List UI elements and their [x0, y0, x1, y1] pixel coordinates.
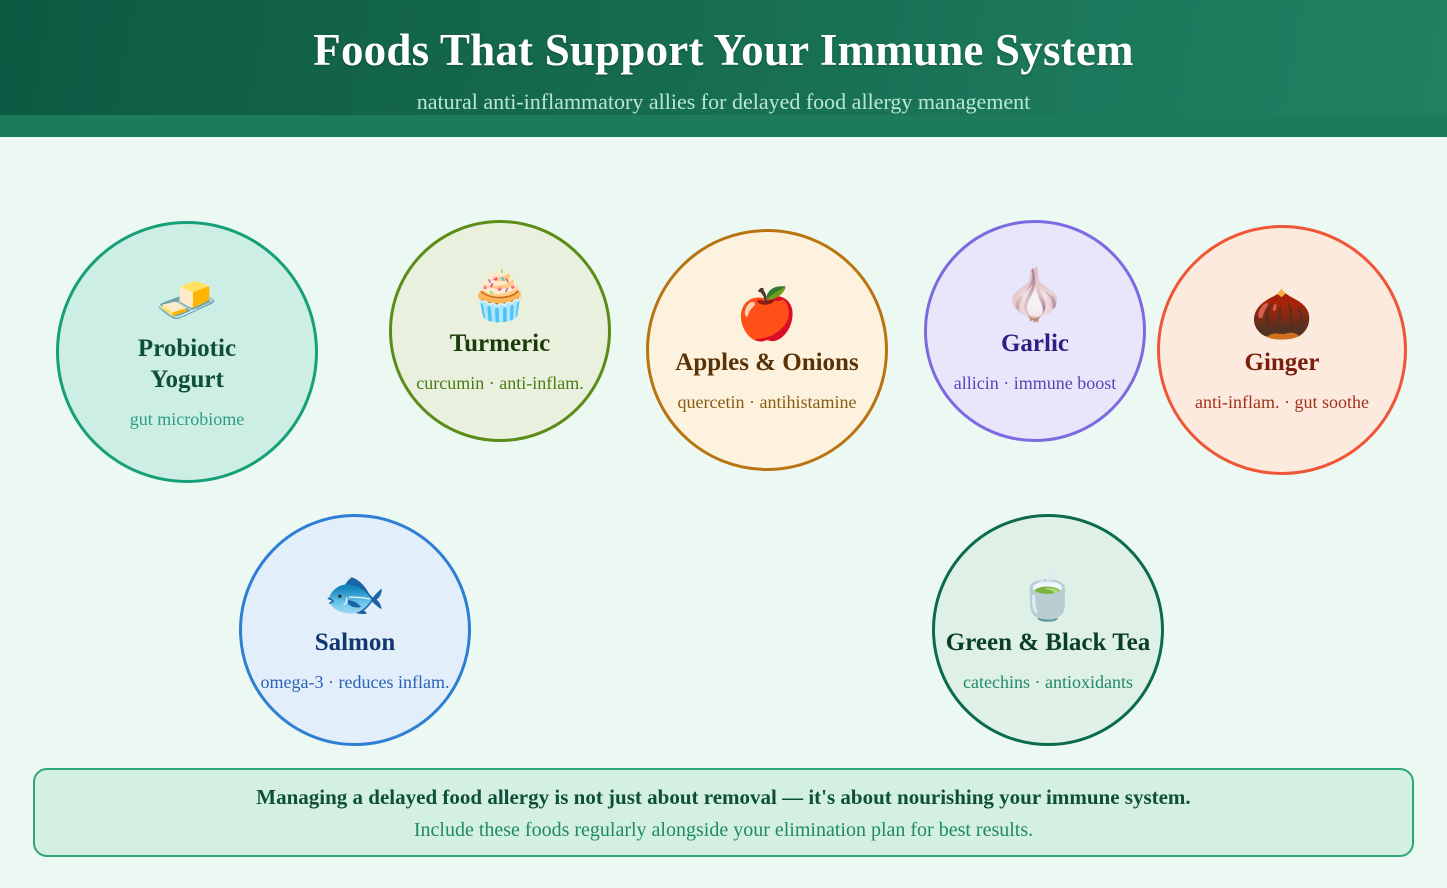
food-circle-apples-onions[interactable]: 🍎 Apples & Onions quercetin · antihistamin…: [646, 229, 888, 471]
page-subtitle: natural anti-inflammatory allies for del…: [416, 89, 1031, 114]
chestnut-icon: 🌰: [1250, 285, 1314, 342]
page-header: Foods That Support Your Immune System na…: [0, 0, 1447, 137]
fish-icon: 🐟: [323, 565, 387, 622]
food-circle-garlic[interactable]: 🧄 Garlic allicin · immune boost: [924, 220, 1146, 442]
apple-icon: 🍎: [735, 285, 799, 342]
footer-sub-text: Include these foods regularly alongside …: [413, 818, 1034, 841]
food-note: catechins · antioxidants: [963, 671, 1133, 692]
food-note: curcumin · anti-inflam.: [416, 372, 584, 393]
food-name: Garlic: [1000, 329, 1070, 357]
teacup-icon: 🍵: [1016, 565, 1080, 622]
page-title: Foods That Support Your Immune System: [313, 25, 1134, 75]
butter-icon: 🧈: [155, 272, 219, 328]
food-note: gut microbiome: [129, 409, 245, 429]
header-accent-strip: [0, 115, 1447, 137]
food-circle-turmeric[interactable]: 🧁 Turmeric curcumin · anti-inflam.: [389, 220, 611, 442]
food-name: Ginger: [1244, 348, 1320, 376]
food-name: Turmeric: [449, 329, 551, 357]
food-circle-green-black-tea[interactable]: 🍵 Green & Black Tea catechins · antioxidan…: [932, 514, 1164, 746]
cupcake-icon: 🧁: [468, 266, 532, 323]
food-name: Probiotic Yogurt: [137, 335, 237, 393]
food-name: Apples & Onions: [675, 348, 859, 376]
food-note: omega-3 · reduces inflam.: [260, 671, 450, 692]
food-circle-probiotic-yogurt[interactable]: 🧈 Probiotic Yogurt gut microbiome: [56, 221, 318, 483]
food-note: anti-inflam. · gut soothe: [1195, 391, 1369, 412]
footer-main-text: Managing a delayed food allergy is not j…: [256, 784, 1191, 809]
food-circle-ginger[interactable]: 🌰 Ginger anti-inflam. · gut soothe: [1157, 225, 1407, 475]
footer-callout: Managing a delayed food allergy is not j…: [33, 768, 1414, 857]
food-name: Green & Black Tea: [945, 628, 1151, 656]
food-circle-salmon[interactable]: 🐟 Salmon omega-3 · reduces inflam.: [239, 514, 471, 746]
food-note: allicin · immune boost: [953, 372, 1117, 393]
garlic-icon: 🧄: [1003, 266, 1067, 323]
food-name: Salmon: [314, 628, 396, 656]
food-note: quercetin · antihistamine: [677, 391, 857, 412]
